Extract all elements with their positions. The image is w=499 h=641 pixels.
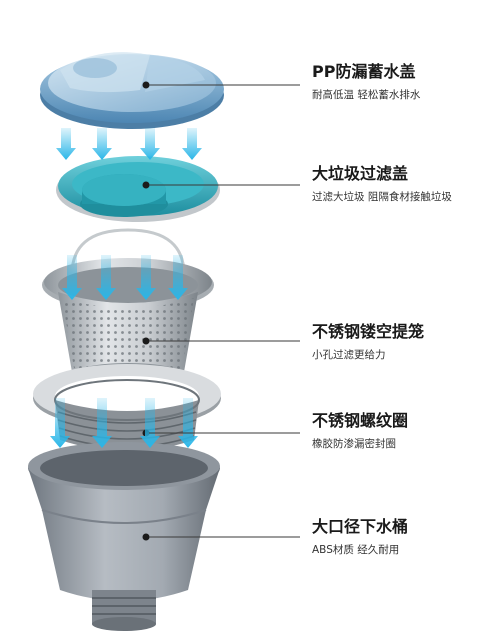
filter-pointer-dot xyxy=(142,181,150,189)
label-subtitle: 小孔过滤更给力 xyxy=(312,349,386,361)
label-title: 不锈钢镂空提笼 xyxy=(312,322,425,341)
label-subtitle: ABS材质 经久耐用 xyxy=(312,544,400,556)
lid-pointer-dot xyxy=(142,81,150,89)
down-arrow-icon xyxy=(62,255,82,300)
bucket-pointer-dot xyxy=(142,533,150,541)
down-arrow-icon xyxy=(178,398,198,448)
label-thread-ring: 不锈钢螺纹圈 橡胶防渗漏密封圈 xyxy=(312,411,497,451)
down-arrow-icon xyxy=(168,255,188,300)
down-arrow-icon xyxy=(92,398,112,448)
label-subtitle: 过滤大垃圾 阻隔食材接触垃圾 xyxy=(312,191,452,203)
drain-bucket-image xyxy=(28,442,220,631)
down-arrow-icon xyxy=(92,128,112,160)
label-drain-bucket: 大口径下水桶 ABS材质 经久耐用 xyxy=(312,517,497,557)
down-arrow-icon xyxy=(56,128,76,160)
label-steel-basket: 不锈钢镂空提笼 小孔过滤更给力 xyxy=(312,322,497,362)
down-arrow-icon xyxy=(140,128,160,160)
steel-basket-image xyxy=(42,228,214,387)
down-arrow-icon xyxy=(50,398,70,448)
thread-ring-image xyxy=(33,364,221,451)
label-title: 大垃圾过滤盖 xyxy=(312,164,409,183)
label-title: PP防漏蓄水盖 xyxy=(312,62,416,81)
label-title: 大口径下水桶 xyxy=(312,517,409,536)
down-arrow-icon xyxy=(182,128,202,160)
down-arrow-icon xyxy=(96,255,116,300)
label-subtitle: 耐高低温 轻松蓄水排水 xyxy=(312,89,421,101)
flow-arrows xyxy=(50,128,202,448)
pp-lid-image xyxy=(40,52,224,129)
down-arrow-icon xyxy=(136,255,156,300)
filter-cover-image xyxy=(56,156,220,222)
label-filter-cover: 大垃圾过滤盖 过滤大垃圾 阻隔食材接触垃圾 xyxy=(312,164,497,204)
label-pp-lid: PP防漏蓄水盖 耐高低温 轻松蓄水排水 xyxy=(312,62,497,102)
label-title: 不锈钢螺纹圈 xyxy=(312,411,409,430)
down-arrow-icon xyxy=(140,398,160,448)
label-subtitle: 橡胶防渗漏密封圈 xyxy=(312,438,396,450)
basket-pointer-dot xyxy=(142,337,150,345)
leader-lines xyxy=(149,84,300,538)
